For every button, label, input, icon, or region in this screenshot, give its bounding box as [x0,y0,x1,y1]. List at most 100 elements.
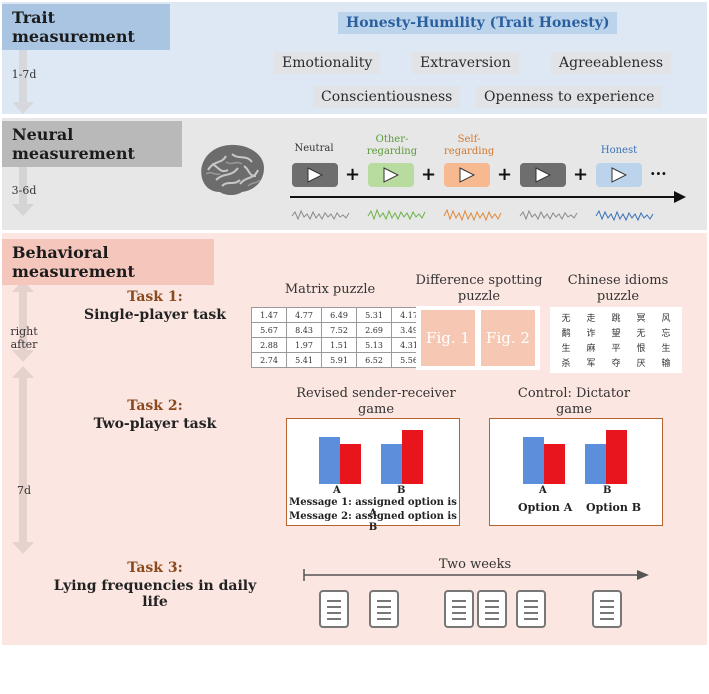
cond-label-other: Other-regarding [366,134,418,157]
neural-title: Neural measurement [2,121,182,167]
cond-label-self: Self-regarding [444,134,495,157]
matrix-cell: 5.31 [356,307,392,323]
idiom-char: 无 [636,329,646,339]
bar-a-sender [319,437,340,484]
cond-label-honest: Honest [600,145,638,156]
idiom-char: 走 [586,314,596,324]
sender-receiver-box: A B Message 1: assigned option is A Mess… [286,418,460,533]
matrix-cell: 7.52 [321,322,357,338]
matrix-cell: 5.91 [321,352,357,368]
timeline-label: Two weeks [438,557,512,572]
play-icon [383,167,399,183]
stim-neutral [292,163,338,187]
difference-spotting-title: Difference spotting puzzle [415,273,543,304]
signal-waveforms [291,208,654,222]
trait-openness: Openness to experience [476,86,663,108]
document-icon [592,590,622,628]
cond-label-neutral: Neutral [294,143,334,154]
bar-b-receiver [606,430,627,484]
task1-heading: Task 1: [127,289,183,305]
idiom-char: 无 [561,314,571,324]
idiom-char: 麻 [586,344,596,354]
bar-b-sender [585,444,606,484]
idiom-char: 望 [611,329,621,339]
idiom-char: 杀 [561,359,571,369]
option-a-label: Option A [518,501,573,514]
chinese-idioms-title: Chinese idioms puzzle [567,273,669,304]
matrix-cell: 5.67 [251,322,287,338]
idiom-char: 跳 [611,314,621,324]
task3-heading: Task 3: [127,560,183,576]
play-icon [459,167,475,183]
trait-title: Trait measurement [2,4,170,50]
fig2-box: Fig. 2 [481,310,535,366]
plus-sign: + [573,164,589,185]
matrix-cell: 5.41 [286,352,322,368]
option-b-label: Option B [586,501,641,514]
ellipsis: ··· [650,164,667,183]
play-icon [535,167,551,183]
matrix-cell: 1.47 [251,307,287,323]
idiom-char: 输 [661,359,671,369]
task1-subtitle: Single-player task [83,307,227,323]
idiom-char: 鹬 [561,329,571,339]
dictator-game-title: Control: Dictator game [517,386,631,417]
document-icon [516,590,546,628]
idiom-char: 厌 [636,359,646,369]
matrix-cell: 1.51 [321,337,357,353]
trait-agreeableness: Agreeableness [551,52,672,74]
idiom-char: 生 [661,344,671,354]
bar-b-sender [381,444,402,484]
idiom-char: 平 [611,344,621,354]
matrix-title: Matrix puzzle [284,282,376,297]
idiom-char: 冥 [636,314,646,324]
bar-a-receiver [544,444,565,484]
matrix-cell: 1.97 [286,337,322,353]
document-icon [319,590,349,628]
bar-a-sender [523,437,544,484]
play-icon [307,167,323,183]
idiom-char: 夺 [611,359,621,369]
difference-spotting-frame: Fig. 1 Fig. 2 [416,306,540,370]
bar-label-a: A [333,485,341,496]
sender-receiver-title: Revised sender-receiver game [296,386,456,417]
duration-arrows [12,34,34,554]
neural-duration: 3-6d [11,184,37,197]
brain-icon [201,144,264,195]
stim-other-regarding [368,163,414,187]
bar-label-a: A [539,485,547,496]
behavioral-title: Behavioral measurement [2,239,214,285]
neural-timeline-arrow [290,191,686,203]
idiom-char: 忘 [661,329,671,339]
matrix-cell: 2.69 [356,322,392,338]
dictator-bars [523,430,627,484]
matrix-cell: 6.49 [321,307,357,323]
idiom-char: 军 [586,359,596,369]
matrix-cell: 2.74 [251,352,287,368]
stim-neutral-2 [520,163,566,187]
document-icon [477,590,507,628]
idiom-char: 风 [661,314,671,324]
bar-label-b: B [603,485,612,496]
stim-honest [596,163,642,187]
chinese-idioms-grid: 无走跳冥风鹬诈望无忘生麻平恨生杀军夺厌输 [550,307,682,373]
idiom-char: 诈 [586,329,596,339]
task2-heading: Task 2: [127,398,183,414]
matrix-cell: 5.13 [356,337,392,353]
message-2: Message 2: assigned option is B [289,511,457,533]
message-1: Message 1: assigned option is A [289,497,457,519]
document-icon [369,590,399,628]
trait-honesty-humility: Honesty-Humility (Trait Honesty) [338,12,618,34]
trait-emotionality: Emotionality [274,52,381,74]
matrix-cell: 8.43 [286,322,322,338]
plus-sign: + [345,164,361,185]
two-weeks-timeline [303,569,649,581]
sender-receiver-bars [319,430,423,484]
fig1-box: Fig. 1 [421,310,475,366]
matrix-cell: 4.77 [286,307,322,323]
trait-conscientiousness: Conscientiousness [313,86,461,108]
